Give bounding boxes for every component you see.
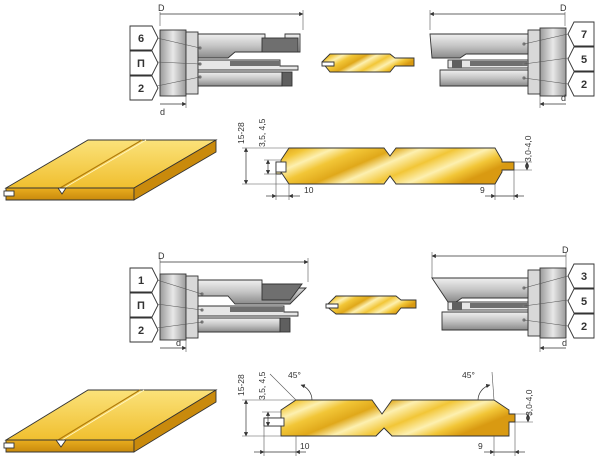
svg-text:5: 5 (581, 296, 587, 308)
label-groove-depth: 3,0-4,0 (524, 389, 534, 416)
label-groove-depth: 3,0-4,0 (523, 135, 533, 162)
groove-slot (263, 417, 285, 427)
bottom-profile: 45° 45° 15-28 3,5, 4,5 3,0-4,0 10 9 (236, 370, 534, 456)
bottom-right-cutter: D d 3 5 2 (431, 245, 595, 352)
board-profile (263, 399, 516, 437)
dim-label-d: d (160, 107, 165, 117)
label-groove-length: 9 (478, 441, 483, 451)
badge-6: 6 (129, 25, 159, 51)
top-profile: 15-28 3,5, 4,5 3,0-4,0 10 9 (236, 118, 533, 200)
badge-3: 3 (567, 263, 595, 289)
top-left-cutter: D d 6 П 2 (129, 3, 304, 117)
groove-slot (275, 161, 287, 173)
badge-p: П (129, 50, 159, 76)
top-right-cutter: D d 7 5 2 (429, 3, 595, 108)
label-groove-length: 9 (480, 185, 485, 195)
top-profile-thumbnail (321, 53, 415, 73)
label-tongue-offset: 3,5, 4,5 (257, 371, 267, 400)
svg-text:П: П (137, 300, 145, 312)
bottom-profile-thumbnail (325, 295, 417, 315)
label-height: 15-28 (236, 122, 246, 144)
badge-1: 1 (129, 267, 159, 293)
dim-label-D: D (562, 245, 569, 255)
svg-text:П: П (137, 58, 145, 70)
badge-5: 5 (567, 46, 595, 72)
badge-2: 2 (129, 75, 159, 101)
dim-label-d: d (176, 338, 181, 348)
badge-p: П (129, 292, 159, 318)
dim-label-d: d (562, 338, 567, 348)
top-board-3d (3, 139, 218, 201)
svg-text:2: 2 (138, 83, 144, 95)
badge-7: 7 (567, 21, 595, 47)
dim-label-D: D (560, 3, 567, 13)
cutter-hub (159, 273, 187, 341)
label-chamfer-right: 45° (462, 370, 475, 380)
svg-text:2: 2 (581, 321, 587, 333)
label-tongue-length: 10 (304, 185, 314, 195)
svg-text:3: 3 (581, 271, 587, 283)
svg-text:1: 1 (138, 275, 144, 287)
badge-5: 5 (567, 288, 595, 314)
dim-label-d: d (561, 93, 566, 103)
svg-text:5: 5 (581, 54, 587, 66)
label-chamfer-left: 45° (288, 370, 301, 380)
dim-label-D: D (158, 251, 165, 261)
svg-text:6: 6 (138, 33, 144, 45)
svg-text:7: 7 (581, 29, 587, 41)
label-height: 15-28 (236, 374, 246, 396)
svg-text:2: 2 (138, 325, 144, 337)
svg-text:2: 2 (581, 79, 587, 91)
cutter-hub (539, 27, 567, 97)
dim-label-D: D (158, 3, 165, 13)
board-profile (275, 147, 515, 185)
badge-2: 2 (129, 317, 159, 343)
cutter-chamfer-knife (431, 277, 529, 303)
label-tongue-offset: 3,5, 4,5 (257, 118, 267, 147)
bottom-board-3d (3, 389, 218, 453)
bottom-left-cutter: D d 1 П 2 (129, 251, 309, 352)
badge-2: 2 (567, 71, 595, 97)
badge-2: 2 (567, 313, 595, 339)
label-tongue-length: 10 (300, 441, 310, 451)
